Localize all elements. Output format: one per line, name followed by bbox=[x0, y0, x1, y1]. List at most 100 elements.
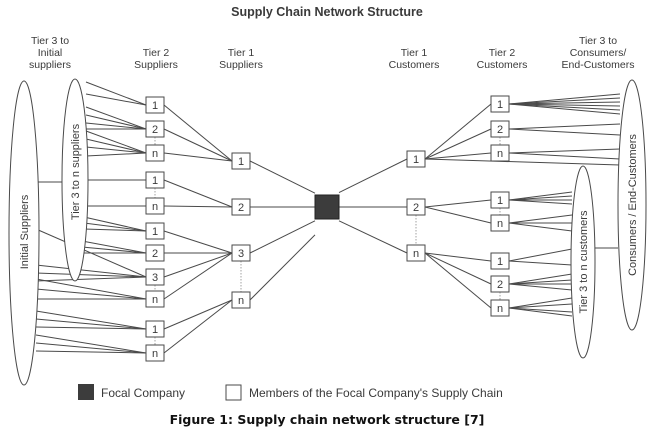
svg-text:Customers: Customers bbox=[477, 59, 528, 71]
edge-source-to-supplier-t2 bbox=[35, 310, 147, 330]
customer-tier2-node-box bbox=[490, 275, 510, 293]
edge-source-to-supplier-t2 bbox=[35, 276, 147, 282]
supplier-tier1-node-label: 1 bbox=[238, 156, 244, 168]
supplier-tier2-node-label: 1 bbox=[152, 324, 158, 336]
legend-members-swatch bbox=[225, 384, 242, 401]
customer-tier2-node-box bbox=[490, 120, 510, 138]
edge-customer-t1-to-t2 bbox=[424, 152, 492, 160]
customer-tier1-node: n bbox=[406, 244, 426, 262]
supplier-tier2-node: n bbox=[145, 290, 165, 308]
supplier-tier2-node-label: 1 bbox=[152, 175, 158, 187]
supplier-tier2-node: 2 bbox=[145, 120, 165, 138]
svg-text:Suppliers: Suppliers bbox=[134, 59, 178, 71]
customer-tier2-node-label: n bbox=[497, 148, 503, 160]
edge-customer-t2-to-target bbox=[508, 148, 621, 154]
header-tier1-customers: Tier 1 Customers bbox=[389, 47, 440, 71]
edge-customer-t2-to-target bbox=[508, 93, 621, 105]
supplier-tier2-node-box bbox=[145, 144, 165, 162]
edge-source-to-supplier-t2 bbox=[35, 318, 147, 330]
edge-source-to-supplier-t2 bbox=[85, 146, 147, 154]
supplier-tier2-node-box bbox=[145, 290, 165, 308]
svg-text:Tier 3 to: Tier 3 to bbox=[579, 35, 617, 47]
edge-source-to-supplier-t2 bbox=[85, 152, 147, 157]
edge-customer-t2-to-target bbox=[508, 283, 573, 291]
edge-source-to-supplier-t2 bbox=[81, 240, 147, 254]
edge-source-to-supplier-t2 bbox=[83, 228, 147, 232]
legend-focal-swatch bbox=[78, 384, 94, 400]
focal-company-node bbox=[314, 194, 340, 220]
diagram-title: Supply Chain Network Structure bbox=[231, 5, 423, 19]
supplier-tier2-node: 1 bbox=[145, 96, 165, 114]
supplier-tier2-node-box bbox=[145, 197, 165, 215]
customer-tier2-node: 2 bbox=[490, 275, 510, 293]
edge-supplier-t1-to-focal bbox=[249, 160, 316, 194]
edge-source-to-supplier-t2 bbox=[83, 222, 147, 232]
edge-source-to-supplier-t2 bbox=[83, 216, 147, 232]
legend-members-label: Members of the Focal Company's Supply Ch… bbox=[249, 386, 503, 400]
edge-customer-t2-to-target bbox=[508, 97, 621, 105]
supplier-tier2-node: 1 bbox=[145, 222, 165, 240]
supplier-tier1-node: 3 bbox=[231, 244, 251, 262]
svg-text:Tier 3 to: Tier 3 to bbox=[31, 35, 69, 47]
supplier-tier1-node: 2 bbox=[231, 198, 251, 216]
customer-tier2-node: 1 bbox=[490, 95, 510, 113]
edge-customer-t2-to-target bbox=[508, 248, 573, 262]
edge-customer-t1-to-t2 bbox=[424, 199, 492, 208]
edge-customer-t2-to-target bbox=[508, 103, 621, 107]
edge-customer-t2-to-target bbox=[508, 214, 573, 224]
customer-tier2-node-box bbox=[490, 299, 510, 317]
edge-source-to-supplier-t2 bbox=[35, 288, 147, 300]
customer-tier1-node-label: n bbox=[413, 248, 419, 260]
supplier-tier2-node: 2 bbox=[145, 244, 165, 262]
edge-customer-t2-to-target bbox=[508, 297, 573, 309]
supplier-tier2-node: n bbox=[145, 344, 165, 362]
edge-customer-t1-to-t2 bbox=[424, 206, 492, 224]
edge-customer-t1-to-t2 bbox=[424, 252, 492, 262]
edge-source-to-supplier-t2 bbox=[85, 130, 147, 154]
customer-tier2-node-box bbox=[490, 95, 510, 113]
legend-focal-label: Focal Company bbox=[101, 386, 185, 400]
customer-tier1-node-label: 1 bbox=[413, 154, 419, 166]
edge-customer-t2-to-target bbox=[508, 199, 573, 205]
edge-source-to-supplier-t2 bbox=[35, 272, 147, 278]
svg-text:Tier 1: Tier 1 bbox=[228, 47, 255, 59]
customer-tier2-node-box bbox=[490, 214, 510, 232]
svg-text:Customers: Customers bbox=[389, 59, 440, 71]
supplier-tier2-node: n bbox=[145, 144, 165, 162]
customer-tier2-node-label: 2 bbox=[497, 279, 503, 291]
svg-text:Tier 2: Tier 2 bbox=[489, 47, 516, 59]
edge-source-to-supplier-t2 bbox=[85, 106, 147, 130]
supplier-tier2-node-box bbox=[145, 96, 165, 114]
header-tier3-customers: Tier 3 to Consumers/ End-Customers bbox=[562, 35, 635, 71]
customer-tier2-node: 2 bbox=[490, 120, 510, 138]
svg-text:Initial: Initial bbox=[38, 47, 63, 59]
edge-supplier-t2-to-t1 bbox=[163, 205, 233, 208]
supplier-tier2-node-label: n bbox=[152, 348, 158, 360]
supplier-tier1-node-box bbox=[231, 152, 251, 170]
customer-tier2-node-label: 1 bbox=[497, 256, 503, 268]
edge-customer-t1-to-t2 bbox=[424, 252, 492, 285]
supplier-tier1-node-box bbox=[231, 244, 251, 262]
edge-source-to-supplier-t2 bbox=[35, 264, 147, 278]
edge-customer-t2-to-target bbox=[508, 307, 573, 313]
supplier-tier2-node-label: 3 bbox=[152, 272, 158, 284]
supplier-tier2-node-box bbox=[145, 320, 165, 338]
edge-supplier-t2-to-t1 bbox=[163, 152, 233, 162]
edge-supplier-t2-to-t1 bbox=[163, 299, 233, 354]
svg-text:Tier 2: Tier 2 bbox=[143, 47, 170, 59]
customer-tier2-node-label: 2 bbox=[497, 124, 503, 136]
edge-source-to-supplier-t2 bbox=[85, 122, 147, 130]
header-tier2-customers: Tier 2 Customers bbox=[477, 47, 528, 71]
edge-customer-t1-to-t2 bbox=[424, 103, 492, 160]
supplier-tier2-node: n bbox=[145, 197, 165, 215]
supplier-tier1-node-box bbox=[231, 198, 251, 216]
edge-source-to-supplier-t2 bbox=[85, 81, 147, 106]
header-tier2-suppliers: Tier 2 Suppliers bbox=[134, 47, 178, 71]
label-tier3-customers: Tier 3 to n customers bbox=[578, 210, 590, 313]
edge-customer-t2-to-target bbox=[508, 303, 573, 309]
supplier-tier2-node-label: 2 bbox=[152, 248, 158, 260]
supplier-tier2-node-label: n bbox=[152, 148, 158, 160]
customer-tier1-node-box bbox=[406, 150, 426, 168]
